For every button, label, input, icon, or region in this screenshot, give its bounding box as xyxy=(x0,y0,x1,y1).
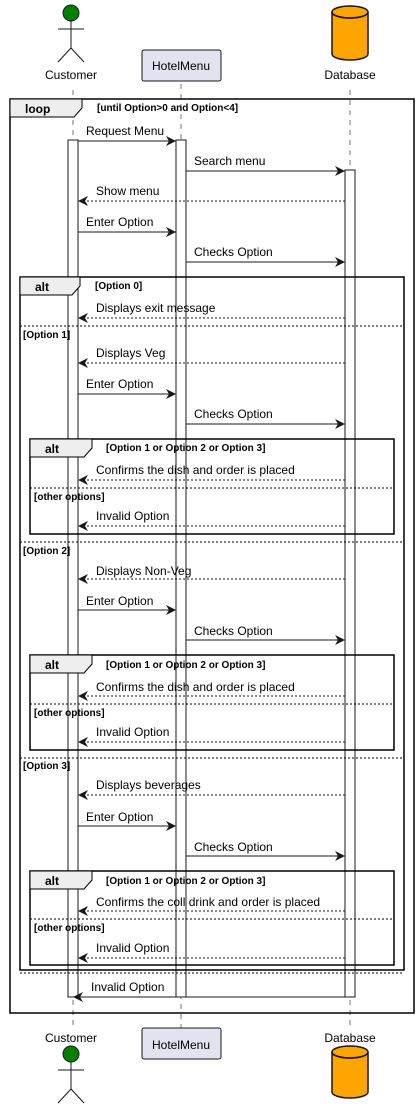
msg-opt2-check: Checks Option xyxy=(194,624,273,638)
msg-opt1-confirm: Confirms the dish and order is placed xyxy=(96,463,295,477)
alt-tab-outer xyxy=(19,276,81,296)
loop-frame xyxy=(9,98,415,1014)
alt-guard-option2: [Option 2] xyxy=(23,546,70,557)
msg-checks-option: Checks Option xyxy=(194,245,273,259)
loop-guard: [until Option>0 and Option<4] xyxy=(97,103,238,114)
database-label-top: Database xyxy=(324,68,376,82)
msg-opt2-enter: Enter Option xyxy=(86,594,153,608)
alt-guard-option3: [Option 3] xyxy=(23,761,70,772)
hotelmenu-label-top: HotelMenu xyxy=(152,59,210,73)
msg-opt3-beverages: Displays beverages xyxy=(96,778,201,792)
msg-show-menu: Show menu xyxy=(96,184,159,198)
msg-opt2-confirm: Confirms the dish and order is placed xyxy=(96,680,295,694)
alt-frame-outer xyxy=(19,276,405,971)
alt-tab-option1 xyxy=(29,438,93,458)
customer-actor-icon xyxy=(57,4,85,63)
msg-opt2-invalid: Invalid Option xyxy=(96,725,169,739)
msg-final-invalid: Invalid Option xyxy=(91,980,164,994)
customer-label-bottom: Customer xyxy=(45,1031,97,1045)
hotelmenu-box-top xyxy=(141,49,222,82)
database-activation xyxy=(344,169,356,998)
customer-activation xyxy=(67,139,79,998)
customer-label-top: Customer xyxy=(45,68,97,82)
customer-actor-icon-bottom xyxy=(57,1045,85,1104)
msg-opt1-veg: Displays Veg xyxy=(96,346,165,360)
msg-opt3-enter: Enter Option xyxy=(86,810,153,824)
alt-keyword-option3: alt xyxy=(45,874,59,888)
msg-opt3-confirm: Confirms the coll drink and order is pla… xyxy=(96,895,320,909)
alt-guard-option1: [Option 1] xyxy=(23,330,70,341)
alt-guard-other-3: [other options] xyxy=(34,923,105,934)
alt-guard-inner-2: [Option 1 or Option 2 or Option 3] xyxy=(106,660,265,671)
database-icon-bottom xyxy=(331,1045,369,1099)
msg-opt1-check: Checks Option xyxy=(194,407,273,421)
msg-opt3-check: Checks Option xyxy=(194,840,273,854)
alt-guard-option0: [Option 0] xyxy=(95,281,142,292)
hotelmenu-label-bottom: HotelMenu xyxy=(152,1038,210,1052)
alt-keyword-option2: alt xyxy=(45,658,59,672)
msg-request-menu: Request Menu xyxy=(86,124,164,138)
alt-frame-option1 xyxy=(29,438,395,535)
alt-keyword-option1: alt xyxy=(45,442,59,456)
msg-opt1-invalid: Invalid Option xyxy=(96,509,169,523)
database-icon xyxy=(331,5,369,61)
alt-guard-inner-3: [Option 1 or Option 2 or Option 3] xyxy=(106,876,265,887)
database-label-bottom: Database xyxy=(324,1031,376,1045)
loop-keyword: loop xyxy=(25,102,50,116)
hotelmenu-box-bottom xyxy=(141,1027,222,1060)
alt-tab-option2 xyxy=(29,654,93,674)
alt-guard-inner-1: [Option 1 or Option 2 or Option 3] xyxy=(106,443,265,454)
alt-keyword-outer: alt xyxy=(35,280,49,294)
alt-frame-option2 xyxy=(29,654,395,751)
msg-opt3-invalid: Invalid Option xyxy=(96,941,169,955)
msg-enter-option: Enter Option xyxy=(86,215,153,229)
msg-opt1-enter: Enter Option xyxy=(86,377,153,391)
msg-exit: Displays exit message xyxy=(96,301,216,315)
msg-search-menu: Search menu xyxy=(194,154,265,168)
alt-tab-option3 xyxy=(29,870,93,890)
msg-opt2-nonveg: Displays Non-Veg xyxy=(96,564,191,578)
alt-guard-other-1: [other options] xyxy=(34,492,105,503)
alt-frame-option3 xyxy=(29,870,395,966)
loop-tab xyxy=(9,98,83,118)
alt-guard-other-2: [other options] xyxy=(34,708,105,719)
